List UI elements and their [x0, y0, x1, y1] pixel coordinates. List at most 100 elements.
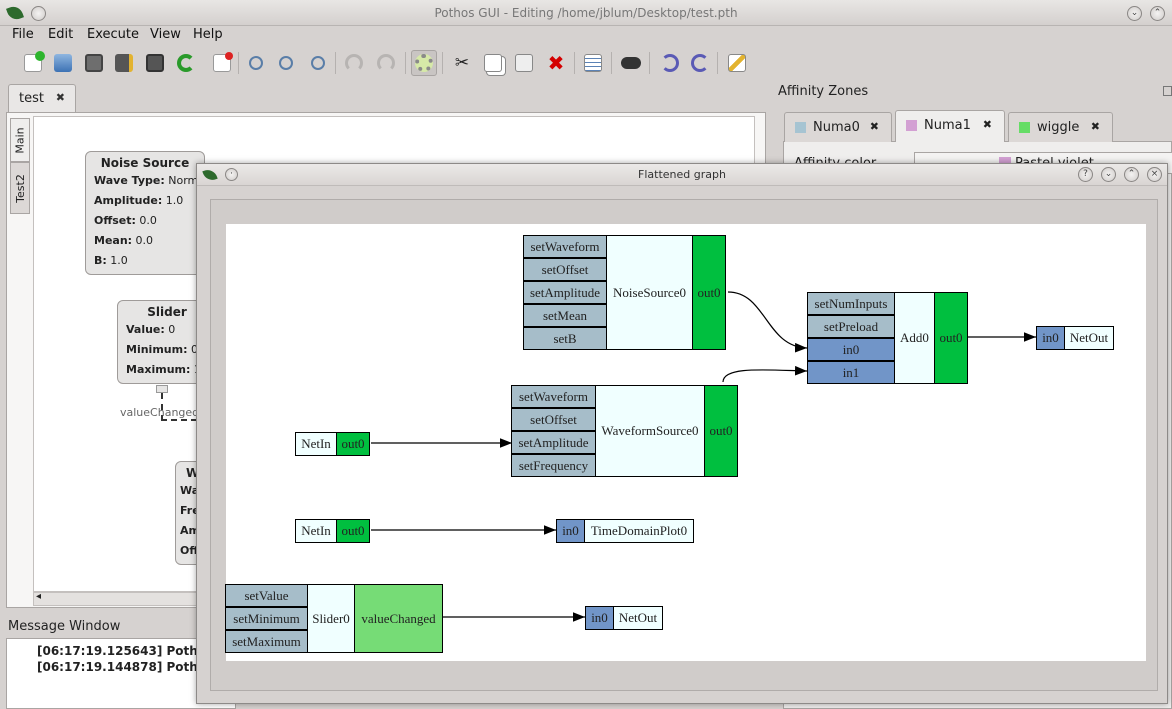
slot-setMean[interactable]: setMean [523, 304, 607, 327]
signal-port[interactable] [156, 385, 168, 393]
port-out0[interactable]: out0 [336, 432, 370, 456]
signal-connection [161, 393, 197, 421]
rotate-left-button[interactable] [657, 50, 683, 76]
node-netin[interactable]: NetIn [295, 432, 337, 456]
menu-file[interactable]: File [12, 27, 34, 42]
edit-button[interactable] [724, 50, 750, 76]
zoom-in-button[interactable] [243, 50, 269, 76]
save-button[interactable] [81, 50, 107, 76]
param-label: Offset: [94, 214, 136, 227]
port-out0[interactable]: out0 [704, 385, 738, 477]
rotate-right-button[interactable] [687, 50, 713, 76]
scissors-icon: ✂ [454, 53, 470, 73]
flattened-graph-view[interactable]: setWaveform setOffset setAmplitude setMe… [225, 224, 1146, 661]
zone-tab-numa1[interactable]: Numa1 ✖ [895, 110, 1005, 142]
slot-setWaveform[interactable]: setWaveform [523, 235, 607, 258]
param-label: Am [180, 524, 200, 537]
slot-setFrequency[interactable]: setFrequency [511, 454, 596, 477]
minimize-button[interactable]: ⌄ [1127, 6, 1142, 21]
page-tab-test2[interactable]: Test2 [10, 162, 30, 214]
block-title: W [186, 466, 200, 480]
param-label: Wave Type: [94, 174, 165, 187]
port-in1[interactable]: in1 [807, 361, 895, 384]
page-tab-main[interactable]: Main [10, 118, 30, 162]
slot-setValue[interactable]: setValue [225, 584, 308, 607]
slot-setAmplitude[interactable]: setAmplitude [523, 281, 607, 304]
close-icon[interactable]: ✖ [1090, 120, 1100, 133]
window-menu-button[interactable] [31, 6, 46, 21]
cut-button[interactable]: ✂ [449, 50, 475, 76]
signal-label: valueChanged [120, 406, 200, 419]
activate-topology-button[interactable] [411, 50, 437, 76]
reload-button[interactable] [173, 50, 199, 76]
maximize-button[interactable]: ⌃ [1150, 6, 1165, 21]
new-button[interactable] [20, 50, 46, 76]
help-button[interactable]: ? [1078, 167, 1093, 182]
paste-button[interactable] [511, 50, 537, 76]
scroll-left-icon[interactable]: ◂ [36, 591, 42, 602]
maximize-button[interactable]: ⌃ [1124, 167, 1139, 182]
noise-source-block[interactable]: Noise Source Wave Type: Normal Amplitude… [85, 151, 208, 275]
slot-setAmplitude[interactable]: setAmplitude [511, 431, 596, 454]
close-icon[interactable]: ✖ [869, 120, 879, 133]
node-netout[interactable]: NetOut [613, 606, 663, 630]
slot-setMaximum[interactable]: setMaximum [225, 630, 308, 653]
minimize-button[interactable]: ⌄ [1101, 167, 1116, 182]
slot-setWaveform[interactable]: setWaveform [511, 385, 596, 408]
node-waveformsource0[interactable]: WaveformSource0 [595, 385, 705, 477]
save-as-button[interactable] [111, 50, 137, 76]
zone-tab-wiggle[interactable]: wiggle ✖ [1008, 112, 1113, 142]
properties-button[interactable] [580, 50, 606, 76]
port-in0[interactable]: in0 [807, 338, 895, 361]
menu-execute[interactable]: Execute [87, 27, 139, 42]
slot-setOffset[interactable]: setOffset [511, 408, 596, 431]
slot-setOffset[interactable]: setOffset [523, 258, 607, 281]
node-timedomainplot0[interactable]: TimeDomainPlot0 [584, 519, 694, 543]
log-line: [06:17:19.144878] Potho [37, 660, 207, 674]
zone-tab-numa0[interactable]: Numa0 ✖ [784, 112, 892, 142]
redo-icon [377, 54, 395, 72]
toolbar: ✂ ✖ [0, 46, 1172, 80]
open-button[interactable] [50, 50, 76, 76]
copy-icon [484, 54, 502, 72]
slot-setNumInputs[interactable]: setNumInputs [807, 292, 895, 315]
port-in0[interactable]: in0 [585, 606, 614, 630]
menu-help[interactable]: Help [193, 27, 223, 42]
find-button[interactable] [618, 50, 644, 76]
slot-setPreload[interactable]: setPreload [807, 315, 895, 338]
close-icon[interactable]: ✖ [982, 118, 992, 131]
node-noisesource0[interactable]: NoiseSource0 [606, 235, 693, 350]
port-in0[interactable]: in0 [556, 519, 585, 543]
node-add0[interactable]: Add0 [894, 292, 935, 384]
slot-setMinimum[interactable]: setMinimum [225, 607, 308, 630]
close-icon[interactable]: ✖ [55, 91, 65, 104]
dock-float-icon[interactable] [1163, 86, 1172, 96]
tab-test[interactable]: test ✖ [8, 84, 76, 112]
param-label: Value: [126, 323, 165, 336]
param-label: B: [94, 254, 107, 267]
port-out0[interactable]: out0 [336, 519, 370, 543]
dialog-menu-button[interactable]: · [225, 168, 238, 181]
close-file-button[interactable] [209, 50, 235, 76]
save-all-button[interactable] [142, 50, 168, 76]
zoom-original-button[interactable] [305, 50, 331, 76]
slot-setB[interactable]: setB [523, 327, 607, 350]
menu-edit[interactable]: Edit [48, 27, 74, 42]
redo-button[interactable] [373, 50, 399, 76]
node-slider0[interactable]: Slider0 [307, 584, 355, 653]
close-button[interactable]: × [1147, 167, 1162, 182]
delete-button[interactable]: ✖ [543, 50, 569, 76]
copy-button[interactable] [480, 50, 506, 76]
node-netin[interactable]: NetIn [295, 519, 337, 543]
zoom-out-button[interactable] [273, 50, 299, 76]
menu-view[interactable]: View [150, 27, 181, 42]
node-netout[interactable]: NetOut [1064, 326, 1114, 350]
port-in0[interactable]: in0 [1036, 326, 1065, 350]
port-out0[interactable]: out0 [934, 292, 968, 384]
zoom-in-icon [249, 56, 263, 70]
signal-valueChanged[interactable]: valueChanged [354, 584, 443, 653]
block-title: Slider [147, 305, 187, 319]
undo-button[interactable] [341, 50, 367, 76]
port-out0[interactable]: out0 [692, 235, 726, 350]
param-label: Fre [180, 504, 200, 517]
